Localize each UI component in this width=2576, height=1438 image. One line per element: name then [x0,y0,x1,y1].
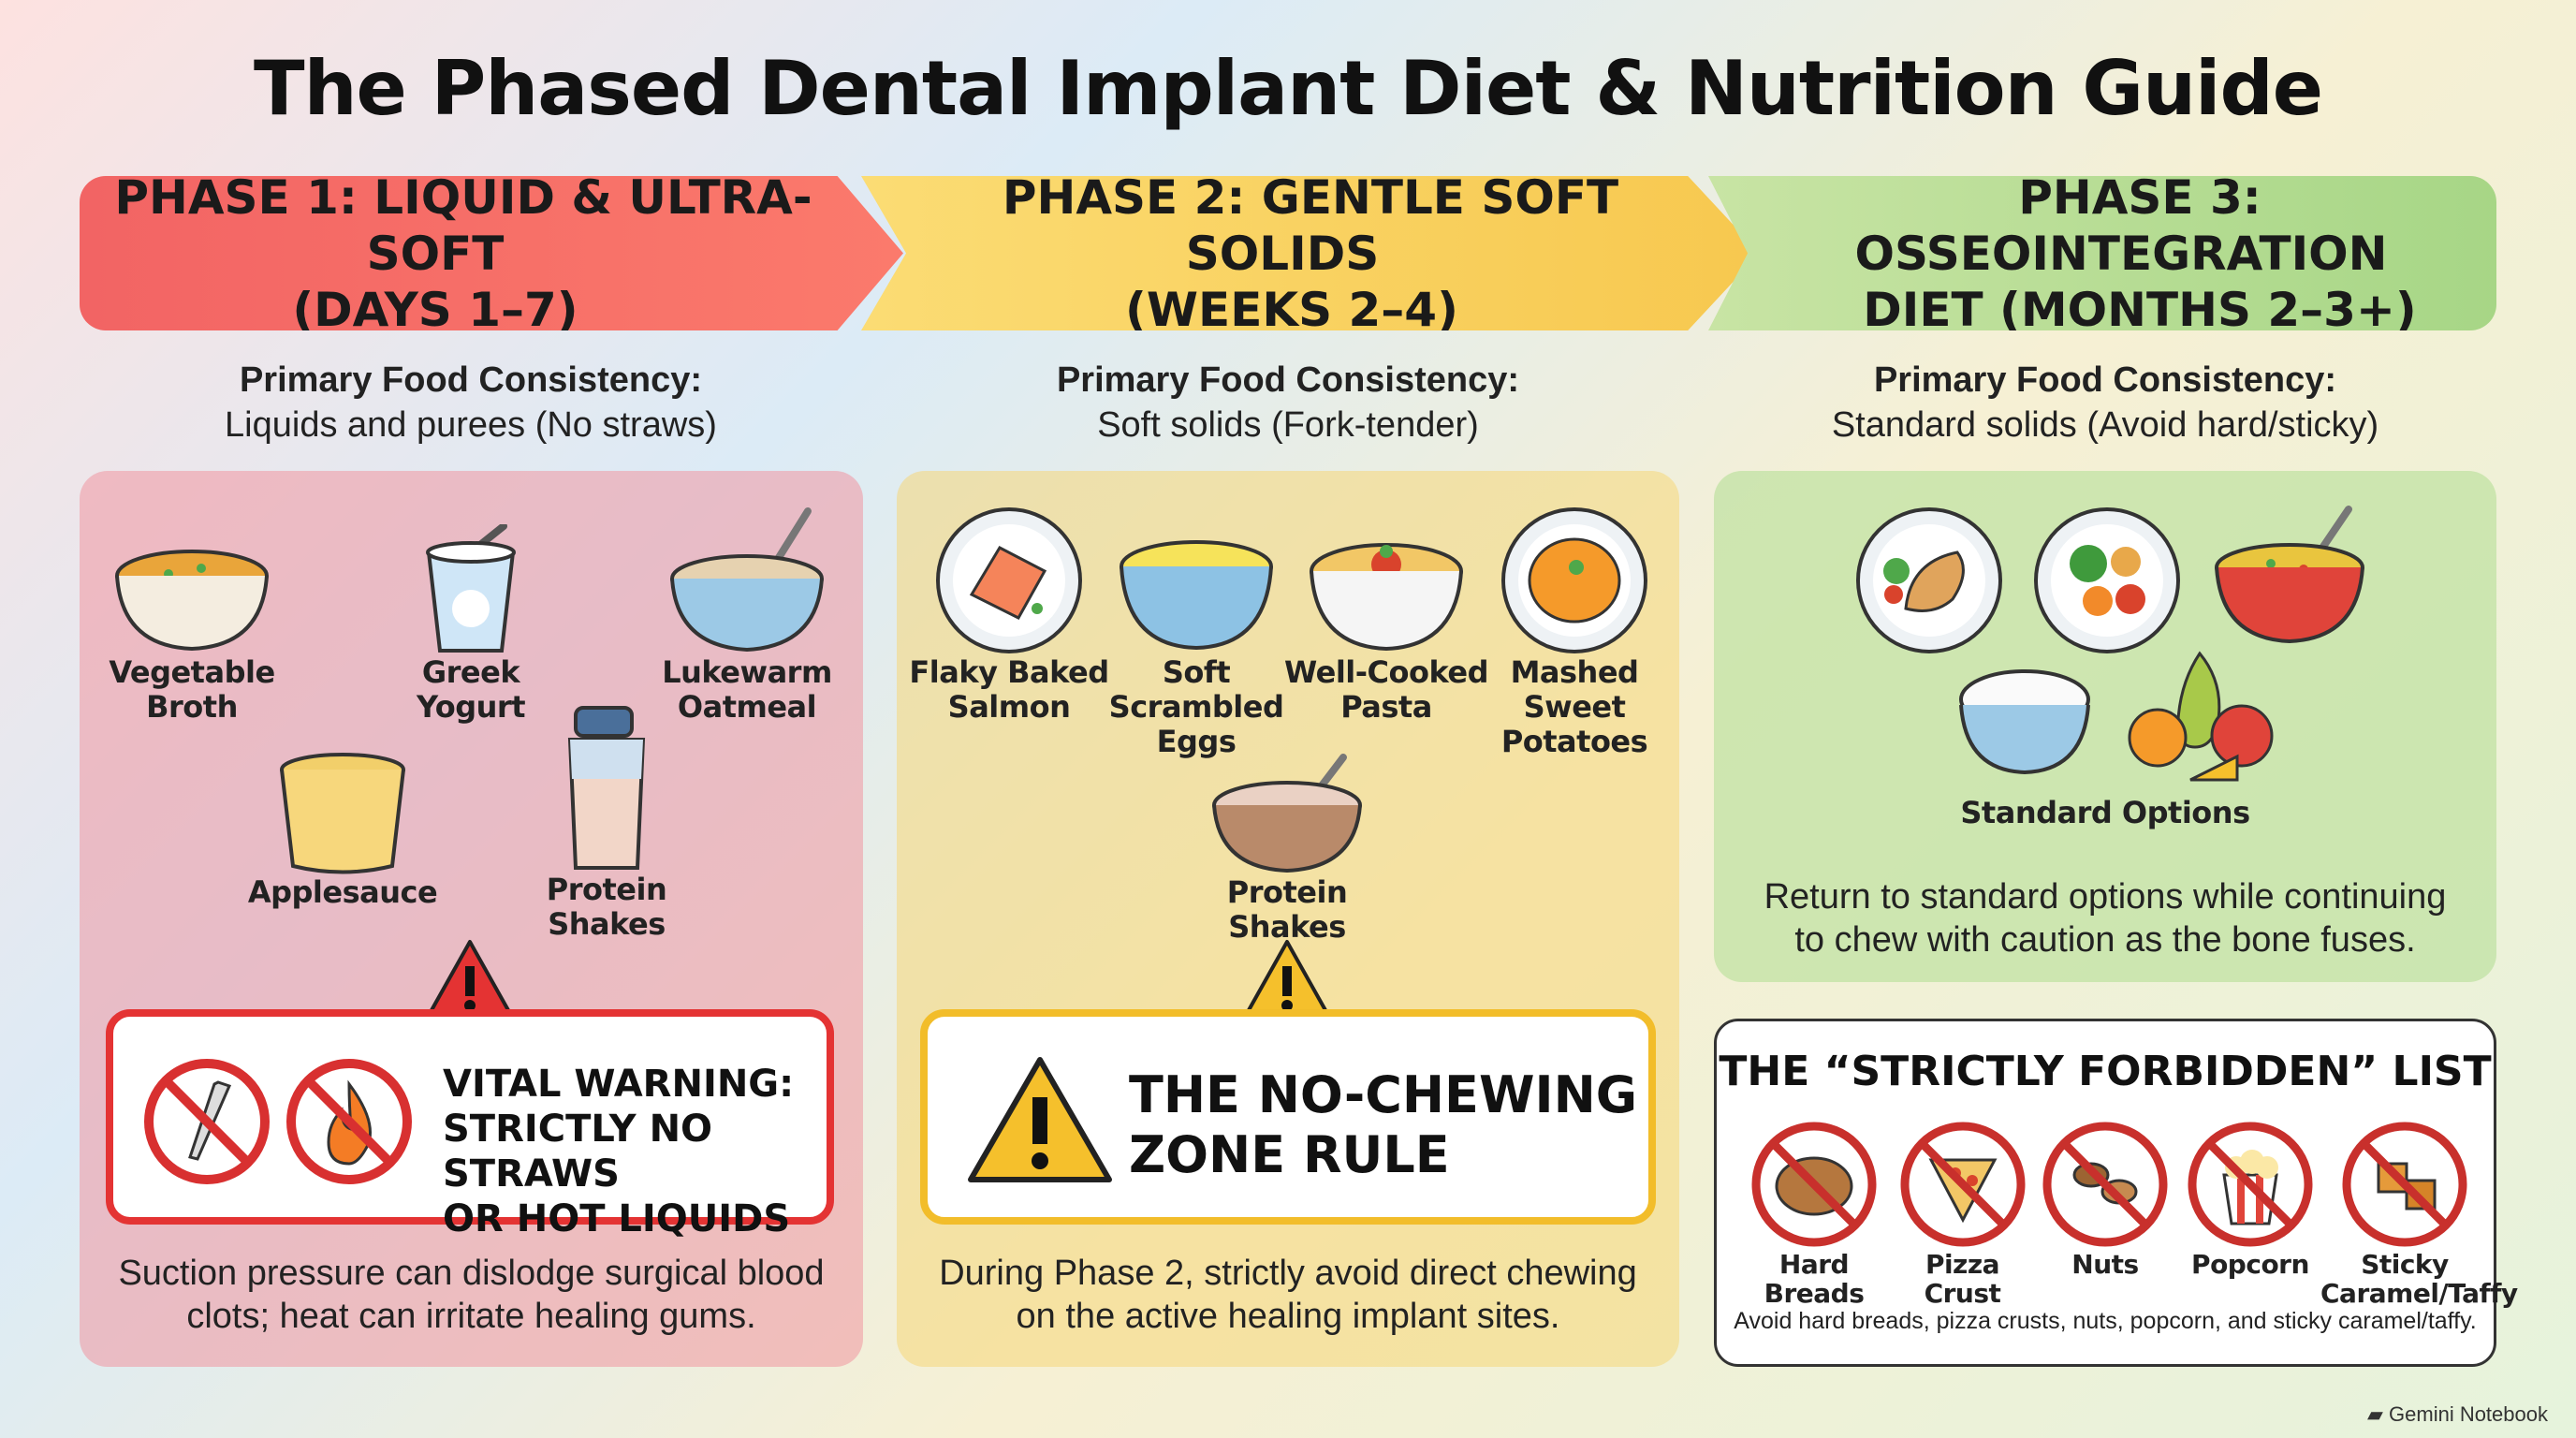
forbidden-note: Avoid hard breads, pizza crusts, nuts, p… [1734,1308,2477,1334]
white-rice-bowl-icon [1959,669,2090,775]
oatmeal-bowl-icon [670,507,824,653]
page-title: The Phased Dental Implant Diet & Nutriti… [254,45,2323,132]
no-nuts-icon [2042,1122,2168,1247]
forbidden-item-pizza-crust: Pizza Crust [1885,1119,2040,1308]
yogurt-cup-icon [426,524,516,653]
phase1-consistency: Primary Food Consistency:Liquids and pur… [225,360,717,445]
no-hot-liquid-icon [286,1059,412,1184]
no-pizza-icon [1900,1122,2025,1247]
phase2-description: During Phase 2, strictly avoid direct ch… [939,1254,1637,1336]
vegetables-plate-icon [2034,507,2180,653]
shaker-bottle-icon [567,706,646,870]
phase2-header: PHASE 2: GENTLE SOFT SOLIDS(WEEKS 2–4) [861,176,1760,330]
phase1-header: PHASE 1: LIQUID & ULTRA-SOFT(DAYS 1–7) [80,176,903,330]
warning-sign-icon [968,1057,1112,1182]
brand-watermark: ▰ Gemini Notebook [2366,1402,2548,1426]
salmon-plate-icon [936,507,1082,653]
phase3-consistency: Primary Food Consistency:Standard solids… [1831,360,2379,445]
standard-options-label: Standard Options [1960,795,2250,830]
fruit-icon [2128,651,2274,782]
food-applesauce: Applesauce [240,749,446,910]
shake-bowl-icon [1212,754,1362,873]
no-straw-icon [144,1059,270,1184]
forbidden-item-nuts: Nuts [2030,1119,2180,1279]
no-popcorn-icon [2188,1122,2313,1247]
phase-banner: PHASE 1: LIQUID & ULTRA-SOFT(DAYS 1–7) P… [80,176,2496,330]
forbidden-list-title: THE “STRICTLY FORBIDDEN” LIST [1719,1048,2492,1095]
no-bread-icon [1751,1122,1877,1247]
phase1-description: Suction pressure can dislodge surgical b… [118,1254,825,1336]
forbidden-item-popcorn: Popcorn [2175,1119,2325,1279]
no-caramel-icon [2342,1122,2467,1247]
eggs-bowl-icon [1120,540,1273,651]
chicken-salad-plate-icon [1856,507,2002,653]
broth-bowl-icon [115,550,269,652]
rice-bowl-icon [2215,506,2364,644]
phase3-description: Return to standard options while continu… [1764,877,2447,960]
applesauce-cup-icon [280,753,405,874]
sweet-potato-plate-icon [1501,507,1647,653]
brand-logo-icon: ▰ [2366,1402,2390,1426]
food-protein-shakes-bowl: Protein Shakes [1184,754,1390,945]
pasta-bowl-icon [1310,543,1463,652]
phase2-consistency: Primary Food Consistency:Soft solids (Fo… [1056,360,1520,445]
